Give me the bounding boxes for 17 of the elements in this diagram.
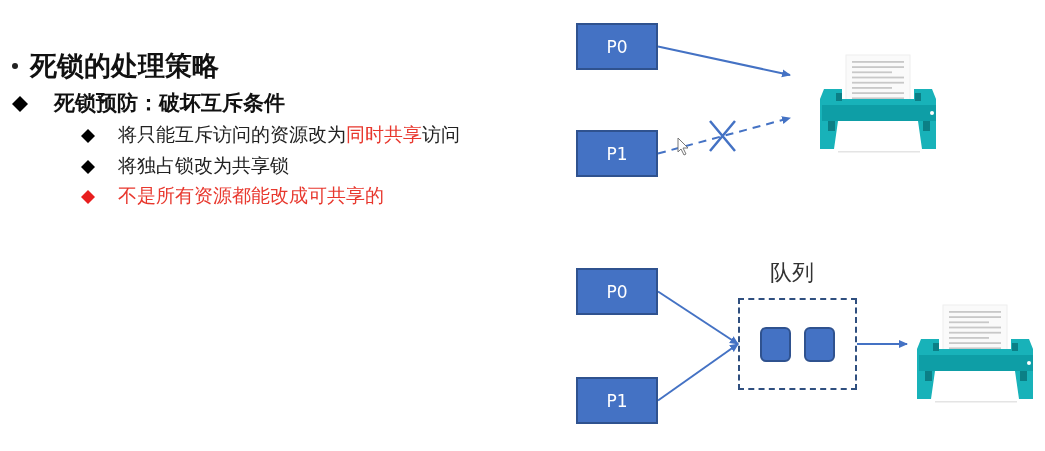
arrow xyxy=(657,343,739,402)
bullet-text: 将只能互斥访问的资源改为同时共享访问 xyxy=(118,122,460,147)
process-box: P0 xyxy=(576,268,658,315)
bullet-text: 不是所有资源都能改成可共享的 xyxy=(118,183,384,208)
process-box: P1 xyxy=(576,377,658,424)
bullet-text: 将独占锁改为共享锁 xyxy=(118,153,289,178)
queue-item xyxy=(760,327,791,362)
title: 死锁的处理策略 xyxy=(30,49,219,83)
heading: 死锁预防：破坏互斥条件 xyxy=(54,90,285,117)
process-box: P0 xyxy=(576,23,658,70)
queue-item xyxy=(804,327,835,362)
process-box: P1 xyxy=(576,130,658,177)
arrow xyxy=(657,45,791,78)
queue-label: 队列 xyxy=(770,259,814,287)
arrow xyxy=(657,116,791,155)
arrow xyxy=(856,340,908,348)
arrow xyxy=(657,290,739,345)
